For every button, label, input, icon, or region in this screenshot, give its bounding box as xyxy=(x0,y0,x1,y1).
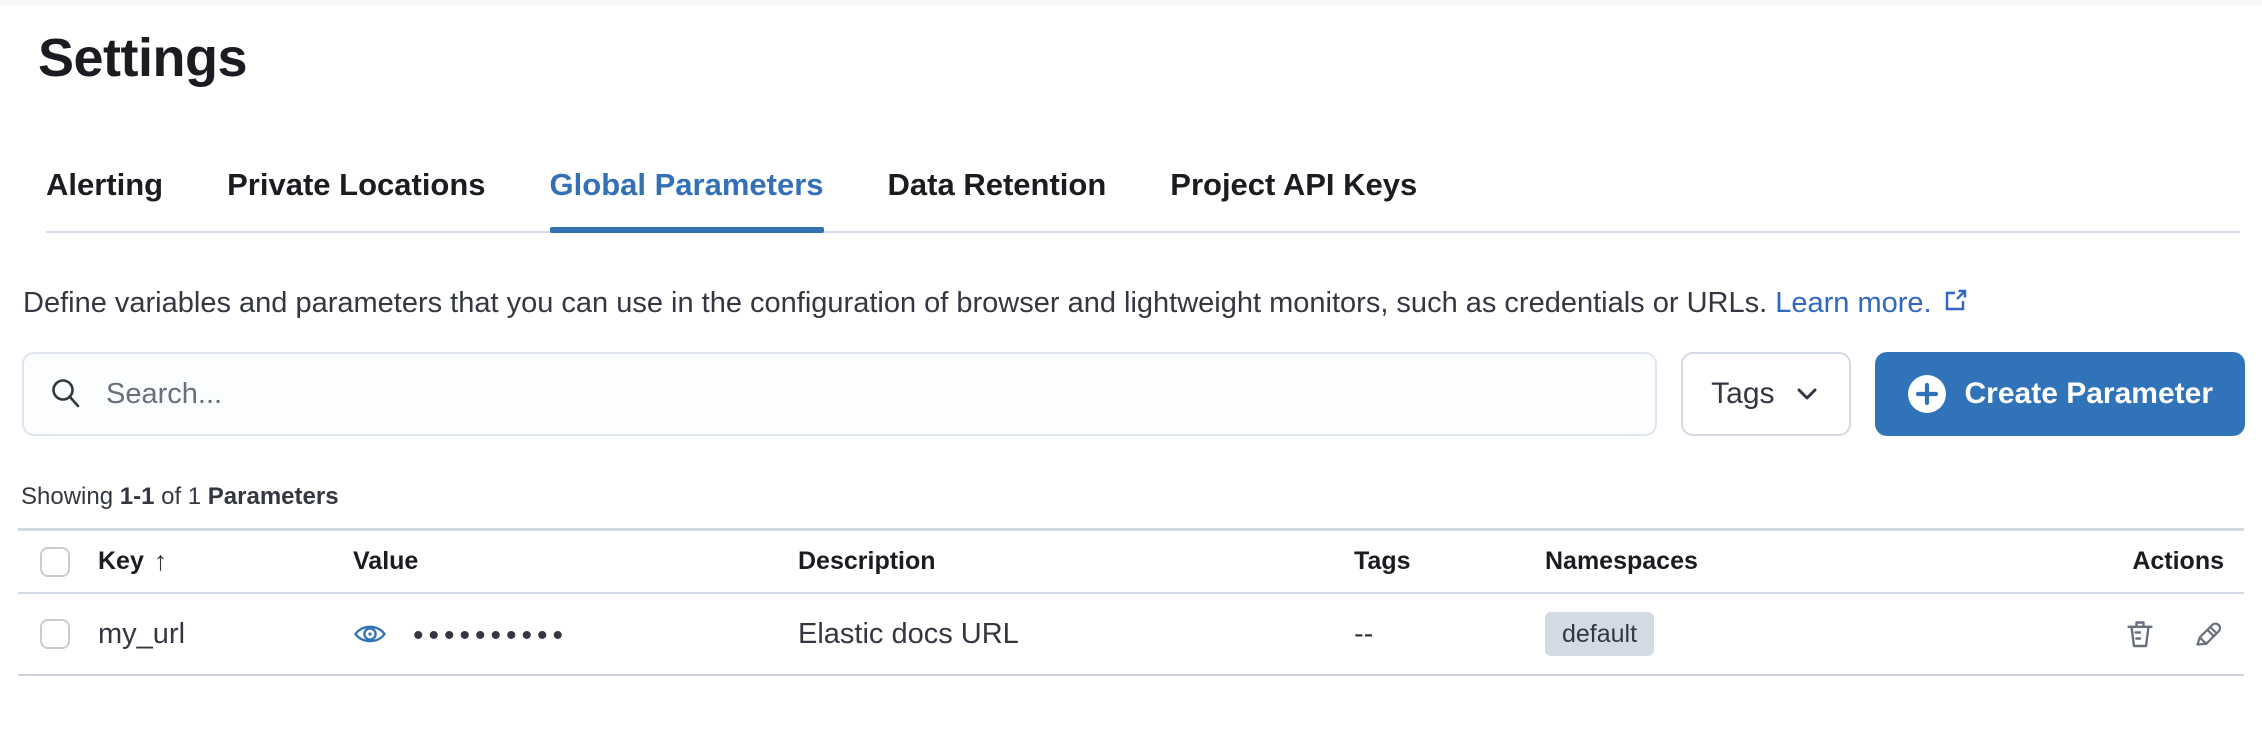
header-tags: Tags xyxy=(1354,547,1411,575)
parameter-key: my_url xyxy=(98,617,186,650)
search-icon xyxy=(52,379,80,408)
settings-tabs: Alerting Private Locations Global Parame… xyxy=(46,167,2240,233)
row-checkbox[interactable] xyxy=(40,619,70,649)
row-select-cell xyxy=(18,619,98,649)
trash-icon xyxy=(2127,621,2153,648)
tab-data-retention[interactable]: Data Retention xyxy=(887,167,1107,202)
sort-ascending-icon: ↑ xyxy=(153,546,168,576)
tab-global-parameters[interactable]: Global Parameters xyxy=(549,167,824,233)
header-namespaces: Namespaces xyxy=(1545,547,1698,575)
edit-parameter-button[interactable] xyxy=(2192,618,2224,650)
results-range: 1-1 xyxy=(119,483,155,510)
namespace-badge: default xyxy=(1545,612,1655,656)
table-row: my_url •••••••••• Elastic docs URL -- de… xyxy=(18,594,2244,676)
eye-icon[interactable] xyxy=(353,617,387,651)
row-key-cell: my_url xyxy=(98,618,353,651)
search-box[interactable] xyxy=(22,352,1658,436)
tab-project-api-keys[interactable]: Project API Keys xyxy=(1170,167,1418,202)
page-description: Define variables and parameters that you… xyxy=(23,279,2123,327)
parameters-table: Key ↑ Value Description Tags Namespaces … xyxy=(18,528,2244,676)
row-value-cell: •••••••••• xyxy=(353,617,798,651)
results-entity: Parameters xyxy=(207,483,339,510)
toolbar: Tags Create Parameter xyxy=(22,352,2245,436)
table-header-row: Key ↑ Value Description Tags Namespaces … xyxy=(18,531,2244,594)
tab-alerting[interactable]: Alerting xyxy=(46,167,164,202)
row-tags-cell: -- xyxy=(1354,617,1374,650)
header-key[interactable]: Key ↑ xyxy=(98,546,168,576)
header-select-all-cell xyxy=(18,546,98,577)
search-input[interactable] xyxy=(106,377,1632,411)
select-all-checkbox[interactable] xyxy=(40,546,70,577)
top-edge xyxy=(0,0,2262,5)
tab-private-locations[interactable]: Private Locations xyxy=(227,167,486,202)
row-namespaces-cell: default xyxy=(1545,612,1945,656)
header-description: Description xyxy=(798,547,936,575)
header-value: Value xyxy=(353,547,419,575)
header-actions: Actions xyxy=(2132,547,2224,575)
plus-in-circle-icon xyxy=(1907,375,1946,413)
row-description-cell: Elastic docs URL xyxy=(798,617,1019,650)
learn-more-link[interactable]: Learn more. xyxy=(1775,287,1967,319)
chevron-down-icon xyxy=(1797,388,1817,400)
page-title: Settings xyxy=(38,28,248,88)
create-parameter-button[interactable]: Create Parameter xyxy=(1874,352,2245,436)
external-link-icon xyxy=(1945,289,1966,311)
pencil-icon xyxy=(2196,622,2222,646)
row-actions-cell xyxy=(1945,618,2244,650)
delete-parameter-button[interactable] xyxy=(2124,618,2156,650)
masked-parameter-value: •••••••••• xyxy=(413,619,569,652)
description-text: Define variables and parameters that you… xyxy=(23,287,1768,319)
results-summary: Showing 1-1 of 1 Parameters xyxy=(21,483,339,510)
tags-filter-button[interactable]: Tags xyxy=(1681,352,1851,436)
